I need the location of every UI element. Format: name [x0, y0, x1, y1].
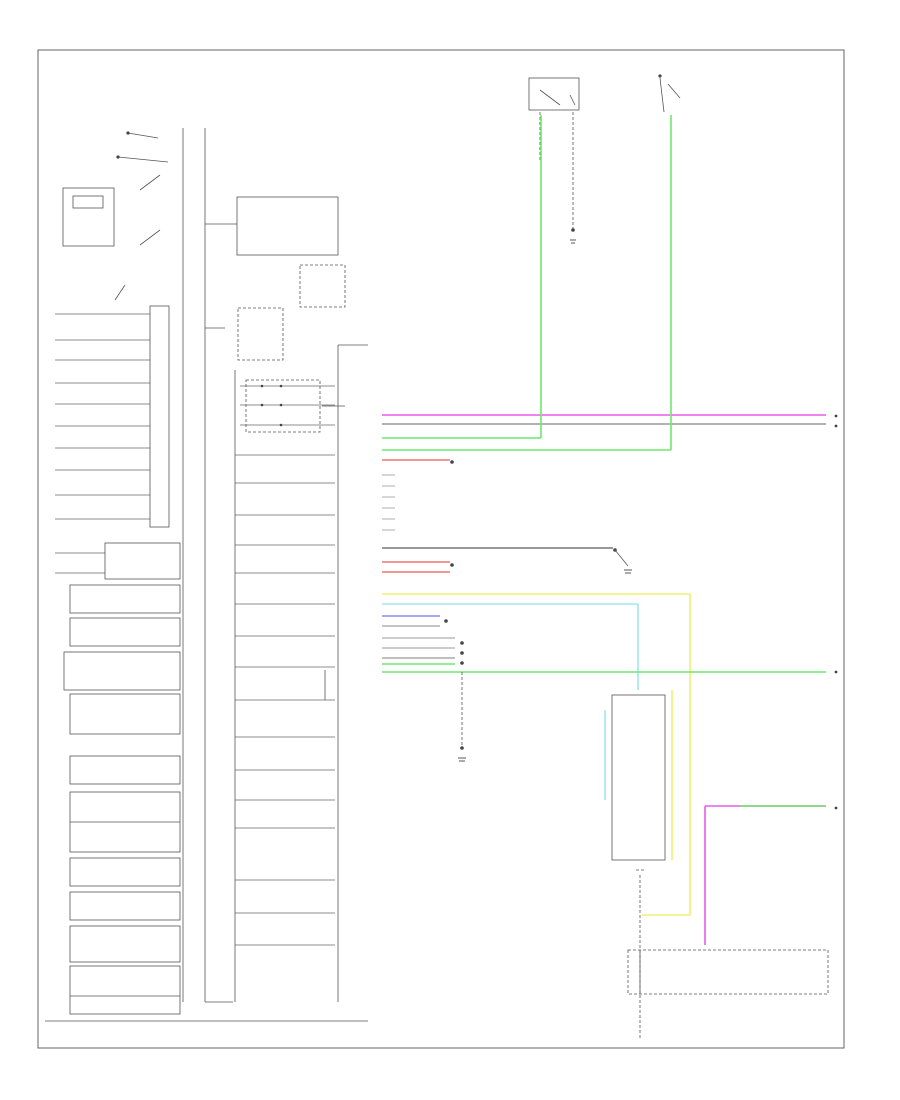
sender-unit-box: [627, 949, 829, 995]
switch-box: [528, 77, 580, 111]
top-switches: [528, 74, 681, 450]
continuation-markers: [834, 414, 838, 810]
ground-symbol-icon: [458, 239, 632, 762]
component-box: [69, 755, 181, 785]
switch-contact-icon: [114, 131, 169, 301]
component-box: [69, 891, 181, 921]
component-box: [236, 196, 339, 256]
component-box: [63, 651, 181, 691]
component-box: [69, 857, 181, 887]
component-box: [69, 925, 181, 963]
diagram-frame: [37, 49, 845, 1049]
connector-block: [149, 305, 170, 528]
component-box: [69, 965, 181, 1015]
gauge-group: [245, 379, 321, 433]
component-box: [104, 542, 181, 580]
sender-box: [611, 694, 666, 861]
left-component-column: [45, 128, 368, 1022]
combination-meter-column: [205, 196, 368, 1002]
harness-bundle: [382, 414, 826, 916]
component-box: [69, 617, 181, 647]
component-box: [69, 693, 181, 735]
fuel-sender-area: [604, 690, 829, 1040]
component-box: [69, 584, 181, 614]
